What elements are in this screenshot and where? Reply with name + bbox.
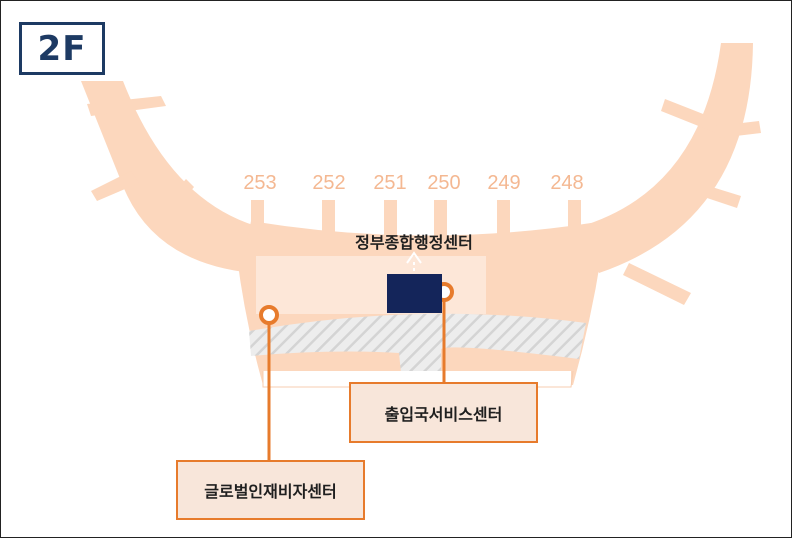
government-center-label: 정부종합행정센터 [355, 233, 473, 252]
gate-label-248: 248 [550, 172, 584, 194]
global-talent-center-label: 글로벌인재비자센터 [204, 482, 337, 501]
immigration-center-box[interactable]: 출입국서비스센터 [349, 382, 538, 443]
pier-252 [322, 200, 335, 236]
floor-label: 2F [37, 28, 87, 69]
left-wing [81, 81, 256, 273]
government-office-block[interactable] [387, 274, 442, 313]
right-wing-spur-2 [716, 121, 761, 138]
pier-249 [497, 200, 510, 236]
left-wing-spur-3 [171, 179, 194, 203]
immigration-center-label: 출입국서비스센터 [384, 404, 503, 424]
pier-248 [568, 200, 581, 232]
hatched-zone [249, 313, 586, 373]
gate-label-253: 253 [243, 172, 277, 194]
right-wing-spur-3 [695, 183, 741, 208]
global-talent-center-box[interactable]: 글로벌인재비자센터 [176, 460, 365, 520]
right-wing [579, 43, 753, 273]
gate-label-249: 249 [487, 172, 521, 194]
pier-253 [251, 200, 264, 232]
gate-label-252: 252 [312, 172, 346, 194]
left-wing-spur-1 [87, 96, 166, 116]
left-wing-spur-2 [91, 171, 139, 201]
gate-label-250: 250 [427, 172, 461, 194]
floor-badge: 2F [19, 22, 105, 75]
gate-label-251: 251 [373, 172, 407, 194]
right-wing-spur-1 [661, 99, 721, 133]
arrow-head [406, 251, 422, 264]
pier-251 [384, 200, 397, 238]
marker-global-talent[interactable] [259, 305, 279, 325]
terminal-light-area [256, 256, 486, 314]
right-wing-spur-4 [623, 263, 691, 305]
pier-250 [434, 200, 447, 238]
